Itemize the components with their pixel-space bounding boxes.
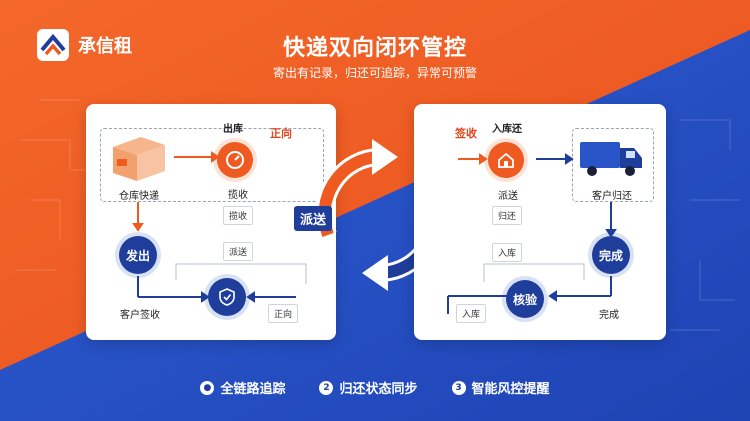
customer-sign-label: 客户签收 — [120, 310, 160, 321]
left-top-dashed-box — [100, 128, 324, 202]
pickup-node — [217, 142, 253, 178]
pickup-box: 揽收 — [223, 206, 254, 225]
sign-tag: 签收 — [455, 127, 477, 140]
gauge-icon — [226, 151, 244, 169]
verify-node: 核验 — [506, 280, 544, 318]
left-flow-arrows — [132, 151, 307, 303]
dispatch-node: 发出 — [119, 236, 157, 274]
delivery-truck-icon — [580, 142, 642, 176]
deliver-label: 派送 — [498, 191, 518, 202]
return-node — [488, 142, 524, 178]
feature-item: ● 全链路追踪 — [200, 378, 285, 397]
warehouse-box-icon — [113, 137, 165, 181]
customer-return-label: 客户归还 — [592, 191, 632, 202]
brand-logo: 承信租 — [36, 28, 132, 62]
inbound-return-label: 入库还 — [492, 124, 522, 135]
page-title: 快递双向闭环管控 — [282, 36, 467, 61]
brand-logo-icon — [37, 29, 69, 61]
inbound-box-bottom: 入库 — [456, 304, 487, 323]
feature-list: ● 全链路追踪 2 归还状态同步 3 智能风控提醒 — [0, 378, 750, 397]
customer-sign-node — [208, 278, 246, 316]
deliver-box: 派送 — [223, 242, 254, 261]
feature-item: 2 归还状态同步 — [319, 378, 418, 397]
location-pin-icon: ● — [200, 380, 215, 395]
return-box: 归还 — [492, 206, 523, 225]
shield-check-icon — [219, 288, 235, 306]
dispatch-center-tag: 派送 — [294, 206, 333, 231]
brand-name: 承信租 — [78, 36, 132, 57]
right-top-dashed-box — [572, 128, 654, 202]
forward-tag: 正向 — [270, 127, 292, 140]
complete-node: 完成 — [592, 236, 630, 274]
right-flow-arrows — [447, 153, 617, 314]
page-subtitle: 寄出有记录，归还可追踪，异常可预警 — [272, 66, 477, 80]
feature-label: 全链路追踪 — [220, 382, 286, 397]
inbound-box-top: 入库 — [492, 243, 523, 262]
number-2-icon: 2 — [319, 380, 334, 395]
home-icon — [498, 152, 514, 168]
warehouse-label: 仓库快递 — [119, 191, 159, 202]
forward-box: 正向 — [268, 304, 299, 323]
number-3-icon: 3 — [451, 380, 466, 395]
complete-box: 完成 — [599, 310, 619, 321]
feature-label: 智能风控提醒 — [471, 382, 550, 397]
feature-item: 3 智能风控提醒 — [451, 378, 550, 397]
pickup-bottom-label: 揽收 — [228, 190, 248, 201]
feature-label: 归还状态同步 — [339, 382, 418, 397]
pickup-top-label: 出库 — [223, 124, 243, 135]
